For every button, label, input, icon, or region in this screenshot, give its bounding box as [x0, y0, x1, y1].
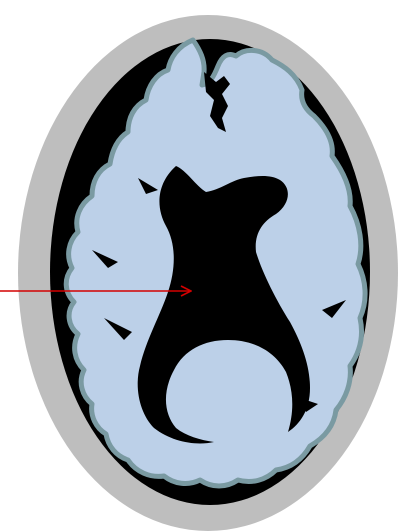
diagram-canvas: [0, 0, 399, 532]
brain-diagram: [0, 0, 399, 532]
